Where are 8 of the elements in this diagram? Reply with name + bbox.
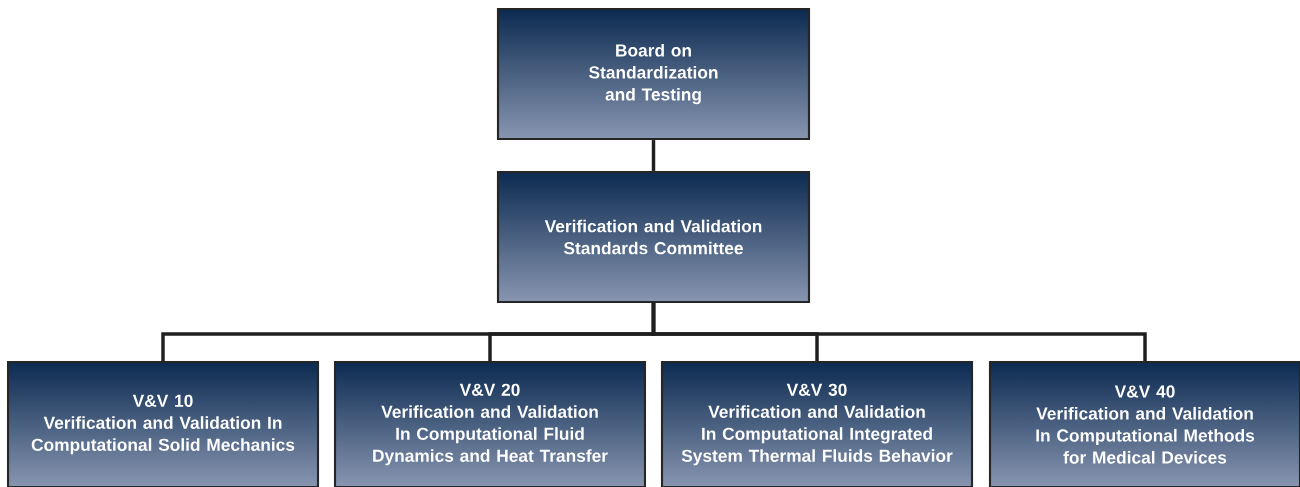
connector-line <box>651 140 656 171</box>
subcommittee-box: V&V 30 Verification and Validation In Computational Integrated System Thermal Fluids Behavior <box>660 360 974 487</box>
committee-box: Board on Standardization and Testing <box>496 7 811 141</box>
committee-box: Verification and Validation Standards Committee <box>496 170 811 304</box>
subcommittee-box: V&V 20 Verification and Validation In Computational Fluid Dynamics and Heat Transfer <box>333 360 647 487</box>
connector-line <box>651 303 1147 361</box>
subcommittee-box: V&V 40 Verification and Validation In Computational Methods for Medical Devices <box>988 360 1300 487</box>
subcommittee-box: V&V 10 Verification and Validation In Computational Solid Mechanics <box>6 360 320 487</box>
